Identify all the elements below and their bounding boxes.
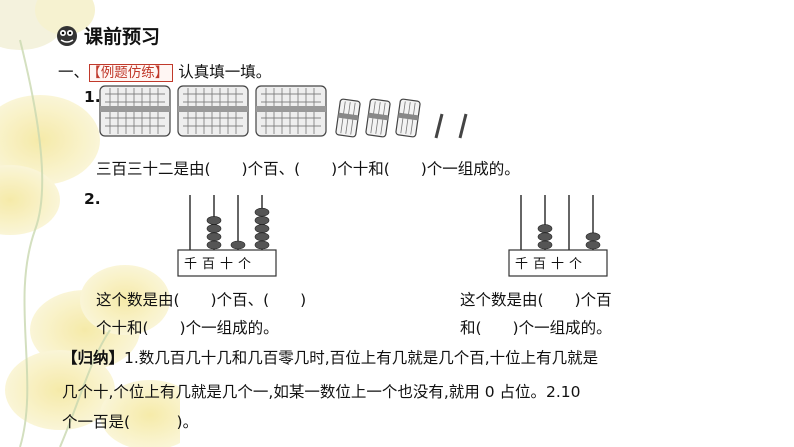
ten-bundle xyxy=(364,98,392,138)
question-2-left-line-1: 这个数是由( )个百、( ) xyxy=(96,291,307,309)
section-index: 一、 xyxy=(58,63,90,81)
bead-hundreds xyxy=(206,232,222,242)
bead-ones xyxy=(254,232,270,242)
abacus-left-labels: 千百十个 xyxy=(184,253,256,272)
hundred-bundle xyxy=(177,85,249,137)
summary-line-1: 【归纳】1.数几百几十几和几百零几时,百位上有几就是几个百,十位上有几就是 xyxy=(62,349,599,367)
question-2-number: 2. xyxy=(84,190,101,208)
bead-hundreds xyxy=(206,224,222,233)
summary-line-3: 个一百是( )。 xyxy=(62,413,199,431)
bead-ones xyxy=(254,240,270,250)
bead-tens xyxy=(230,240,246,250)
question-1-sentence: 三百三十二是由( )个百、( )个十和( )个一组成的。 xyxy=(96,160,520,178)
bead-hundreds xyxy=(537,232,553,242)
place-label-ones: 个 xyxy=(238,257,257,272)
place-label-tens: 十 xyxy=(220,257,239,272)
header-icon xyxy=(54,22,80,52)
bead-hundreds xyxy=(537,240,553,250)
summary-line-2: 几个十,个位上有几就是几个一,如某一数位上一个也没有,就用 0 占位。2.10 xyxy=(62,383,581,401)
abacus-right xyxy=(508,195,608,277)
place-label-ones: 个 xyxy=(569,257,588,272)
single-stick xyxy=(434,113,444,139)
ten-bundle xyxy=(334,98,362,138)
single-stick xyxy=(458,113,468,139)
bead-ones xyxy=(585,232,601,242)
bead-hundreds xyxy=(206,240,222,250)
section-tag: 【例题仿练】 xyxy=(89,64,174,82)
question-2-right-line-1: 这个数是由( )个百 xyxy=(460,291,612,309)
ten-bundle xyxy=(394,98,422,138)
hundred-bundle xyxy=(255,85,327,137)
bead-hundreds xyxy=(206,216,222,225)
question-2-left-line-2: 个十和( )个一组成的。 xyxy=(96,319,279,337)
section-instruction: 认真填一填。 xyxy=(178,63,272,81)
abacus-left xyxy=(177,195,277,277)
bead-ones xyxy=(585,240,601,250)
counting-sticks-picture xyxy=(99,85,468,139)
place-label-tens: 十 xyxy=(551,257,570,272)
section-heading: 一、【例题仿练】 认真填一填。 xyxy=(58,60,271,82)
page-title: 课前预习 xyxy=(84,26,161,48)
bead-hundreds xyxy=(537,224,553,233)
bead-ones xyxy=(254,216,270,225)
question-2-right-line-2: 和( )个一组成的。 xyxy=(460,319,612,337)
summary-tag: 【归纳】 xyxy=(62,349,125,367)
place-label-hundreds: 百 xyxy=(202,257,221,272)
bead-ones xyxy=(254,224,270,233)
hundred-bundle xyxy=(99,85,171,137)
bead-ones xyxy=(254,207,270,217)
question-1-number: 1. xyxy=(84,88,101,106)
place-label-hundreds: 百 xyxy=(533,257,552,272)
abacus-right-labels: 千百十个 xyxy=(515,253,587,272)
place-label-thousands: 千 xyxy=(184,257,203,272)
place-label-thousands: 千 xyxy=(515,257,534,272)
